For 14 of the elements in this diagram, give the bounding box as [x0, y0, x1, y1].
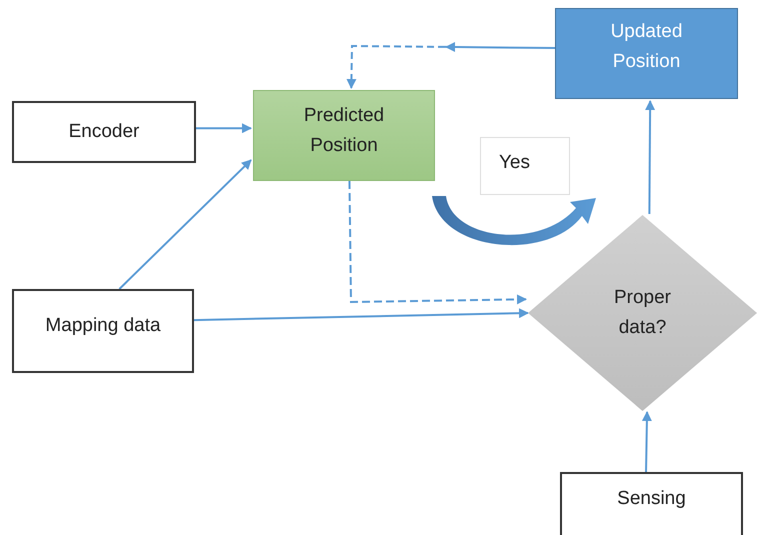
- node-label: Mapping data: [45, 314, 161, 338]
- node-label: Proper data?: [612, 286, 672, 340]
- node-label: Predicted Position: [302, 104, 386, 158]
- node-label: Encoder: [68, 120, 140, 144]
- node-label: Updated Position: [610, 20, 684, 74]
- process-box: [480, 137, 570, 195]
- process-box: [560, 472, 743, 535]
- process-box: [12, 289, 194, 373]
- process-box: [253, 90, 435, 181]
- process-box: [555, 8, 738, 99]
- decision-diamond: [528, 215, 757, 411]
- node-label: Yes: [499, 151, 529, 175]
- process-box: [12, 101, 196, 163]
- node-label: Sensing: [617, 487, 686, 511]
